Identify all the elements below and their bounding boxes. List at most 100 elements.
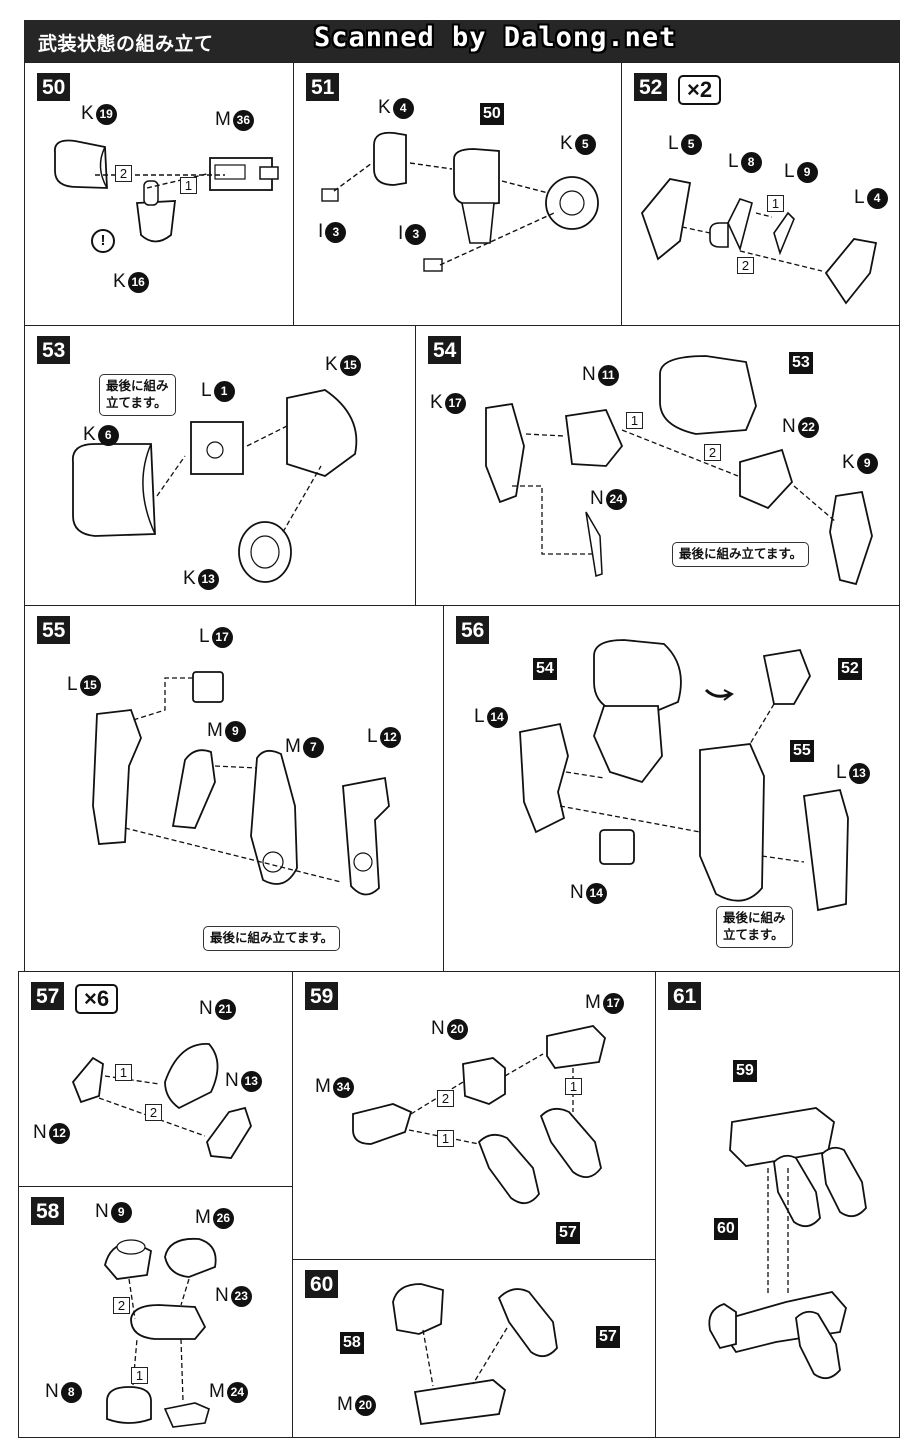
order-marker: 1 xyxy=(437,1130,454,1147)
order-marker: 2 xyxy=(704,444,721,461)
step-number: 51 xyxy=(306,73,340,101)
step-number: 59 xyxy=(305,982,339,1010)
step-reference-50: 50 xyxy=(480,103,504,125)
order-marker: 1 xyxy=(626,412,643,429)
step-reference-57: 57 xyxy=(596,1326,620,1348)
order-marker: 2 xyxy=(115,165,132,182)
order-marker: 1 xyxy=(180,177,197,194)
step-number: 60 xyxy=(305,1270,339,1298)
part-diagram xyxy=(72,389,358,583)
order-marker: 2 xyxy=(437,1090,454,1107)
order-marker: 1 xyxy=(767,195,784,212)
part-diagram xyxy=(71,1043,252,1159)
part-diagram xyxy=(708,1107,867,1380)
order-marker: 1 xyxy=(115,1064,132,1081)
step-reference-53: 53 xyxy=(789,352,813,374)
part-diagram xyxy=(519,639,849,912)
step-number: 52 xyxy=(634,73,668,101)
step-number: 50 xyxy=(37,73,71,101)
part-diagram xyxy=(321,131,599,272)
part-diagram xyxy=(392,1283,558,1426)
step-panel-61: 61 59 60 xyxy=(655,971,900,1438)
step-number: 54 xyxy=(428,336,462,364)
step-reference-52: 52 xyxy=(838,658,862,680)
step-number: 53 xyxy=(37,336,71,364)
step-number: 56 xyxy=(456,616,490,644)
order-marker: 1 xyxy=(131,1367,148,1384)
section-title: 武装状態の組み立て xyxy=(38,34,214,55)
part-diagram xyxy=(352,1025,606,1204)
assembly-note: 最後に組み 立てます。 xyxy=(99,374,176,416)
step-number: 61 xyxy=(668,982,702,1010)
order-marker: 1 xyxy=(565,1078,582,1095)
part-diagram xyxy=(640,178,878,305)
page-header: 武装状態の組み立て Scanned by Dalong.net xyxy=(24,20,900,62)
part-diagram xyxy=(485,355,873,586)
part-diagram xyxy=(53,139,279,243)
assembly-note: 最後に組み立てます。 xyxy=(672,542,810,567)
step-reference-60: 60 xyxy=(714,1218,738,1240)
scan-watermark: Scanned by Dalong.net xyxy=(314,22,677,53)
quantity-multiplier: ×2 xyxy=(678,75,722,105)
order-marker: 2 xyxy=(145,1104,162,1121)
step-number: 58 xyxy=(31,1197,65,1225)
quantity-multiplier: ×6 xyxy=(75,984,119,1014)
caution-icon: ! xyxy=(91,229,115,253)
assembly-note: 最後に組み立てます。 xyxy=(203,926,341,951)
step-reference-58: 58 xyxy=(340,1332,364,1354)
part-diagram xyxy=(104,1237,217,1428)
order-marker: 2 xyxy=(737,257,754,274)
step-reference-55: 55 xyxy=(790,740,814,762)
order-marker: 2 xyxy=(113,1297,130,1314)
step-number: 55 xyxy=(37,616,71,644)
assembly-note: 最後に組み 立てます。 xyxy=(716,906,793,948)
step-reference-59: 59 xyxy=(733,1060,757,1082)
